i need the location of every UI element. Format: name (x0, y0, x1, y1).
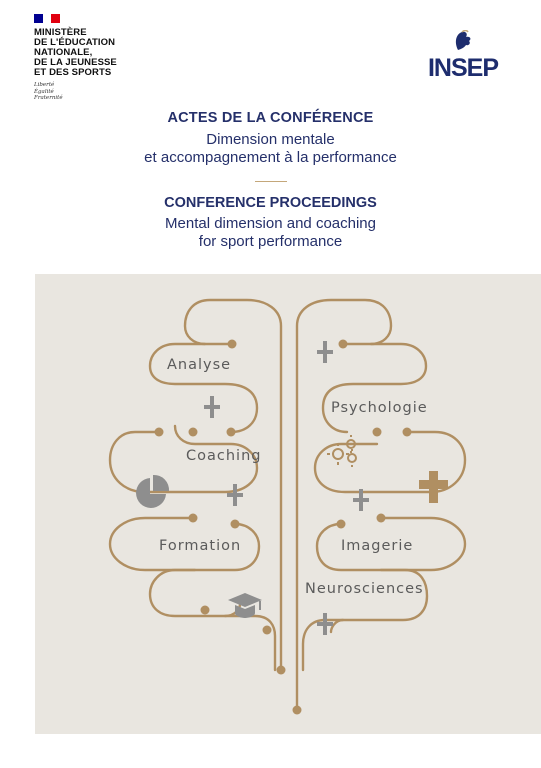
english-title: CONFERENCE PROCEEDINGS (164, 195, 377, 211)
title-divider (255, 181, 287, 182)
label-psychologie: Psychologie (331, 400, 428, 416)
ministry-name: MINISTÈRE DE L'ÉDUCATION NATIONALE, DE L… (34, 27, 117, 78)
plus-icon (227, 484, 243, 506)
insep-logo: INSEP (424, 29, 502, 85)
insep-logo-text: INSEP (428, 54, 498, 82)
analyse-lobe (148, 342, 259, 434)
label-coaching: Coaching (186, 448, 261, 464)
right-connector (329, 618, 345, 634)
medical-cross-icon (419, 471, 448, 503)
ministry-logo: MINISTÈRE DE L'ÉDUCATION NATIONALE, DE L… (34, 14, 117, 102)
french-subtitle: Dimension mentale et accompagnement à la… (144, 131, 397, 166)
label-analyse: Analyse (167, 357, 231, 373)
formation-lobe (108, 516, 261, 572)
plus-icon (317, 613, 333, 635)
plus-icon (317, 341, 333, 363)
english-subtitle: Mental dimension and coaching for sport … (165, 215, 376, 250)
left-hemisphere-outline (183, 298, 283, 672)
coaching-lobe (108, 424, 259, 494)
upper-right-lobe (313, 430, 467, 494)
french-flag-icon (34, 14, 61, 23)
french-title: ACTES DE LA CONFÉRENCE (167, 110, 374, 126)
plus-icon (353, 489, 369, 511)
gears-icon (327, 435, 357, 467)
insep-rooster-icon (455, 29, 471, 50)
ministry-motto: Liberté Égalité Fraternité (34, 82, 63, 101)
pie-chart-icon (136, 474, 170, 508)
label-formation: Formation (159, 538, 241, 554)
brain-illustration: Analyse Coaching Formation Psychologie I… (35, 274, 541, 734)
plus-icon (204, 396, 220, 418)
right-hemisphere-outline (295, 298, 393, 712)
psychologie-lobe (321, 342, 428, 434)
neurosciences-lobe (301, 568, 429, 672)
imagerie-lobe (315, 516, 467, 572)
graduation-cap-icon (228, 593, 262, 618)
label-imagerie: Imagerie (341, 538, 413, 554)
label-neurosciences: Neurosciences (305, 581, 424, 597)
connector-dots (154, 339, 412, 715)
bottom-left-lobe (148, 568, 277, 672)
